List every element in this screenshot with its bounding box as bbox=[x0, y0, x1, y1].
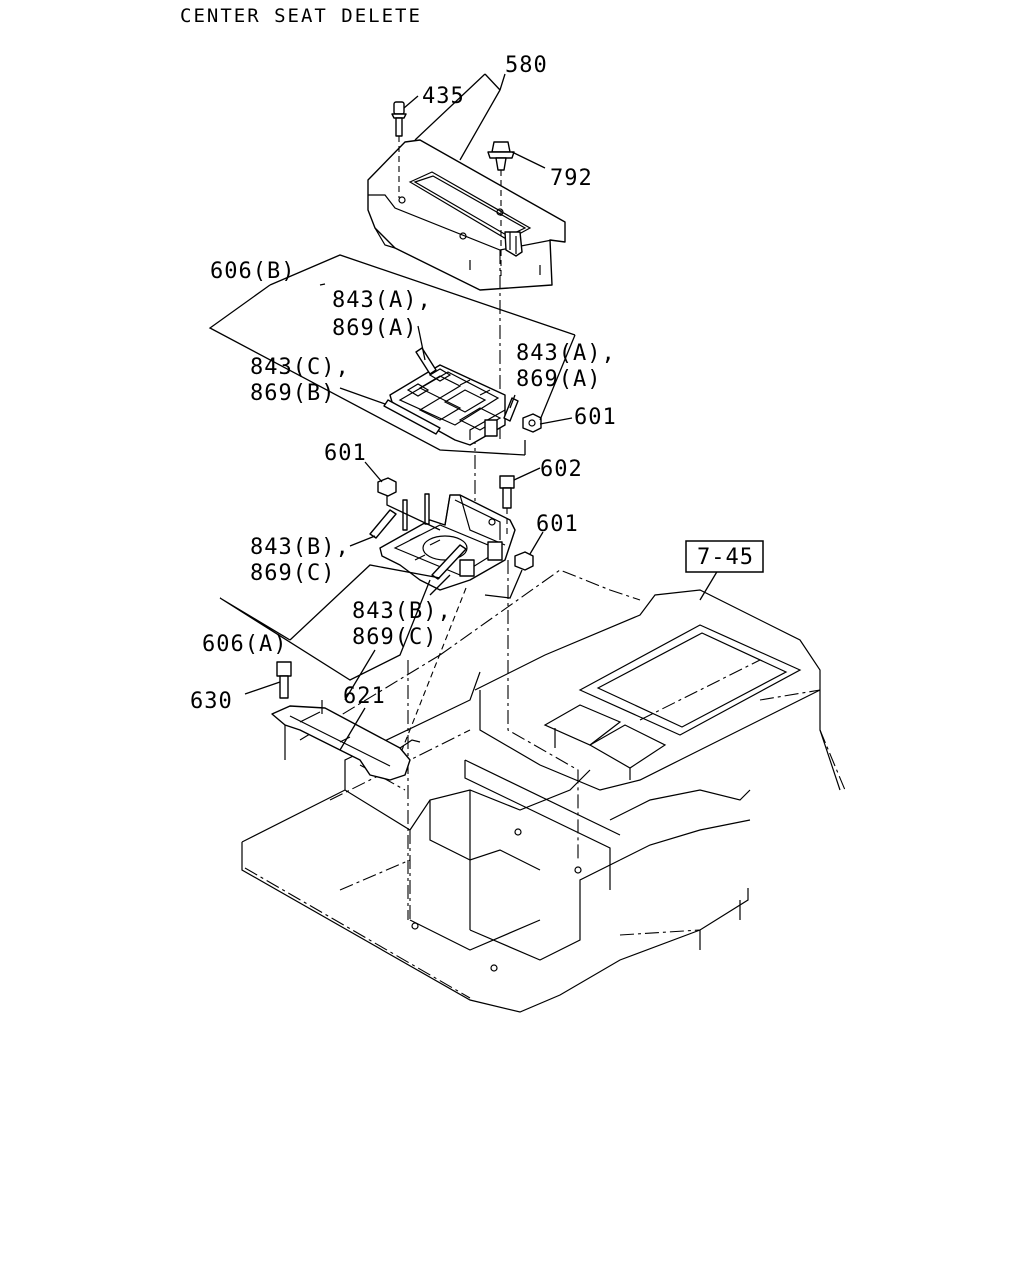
callout-601-left: 601 bbox=[324, 441, 367, 466]
strip-843b bbox=[369, 509, 397, 539]
callout-843b-2: 843(B), bbox=[352, 599, 452, 624]
reference-box-7-45[interactable]: 7-45 bbox=[685, 540, 764, 573]
callout-labels: 580 435 792 606(B) 843(A), 869(A) 843(A)… bbox=[190, 53, 617, 714]
callout-843a-1: 843(A), bbox=[332, 288, 432, 313]
callout-843a-2: 843(A), bbox=[516, 341, 616, 366]
bracket-606a bbox=[379, 493, 516, 591]
callout-580: 580 bbox=[505, 53, 548, 78]
clip-792 bbox=[487, 141, 515, 280]
callout-869c-2: 869(C) bbox=[352, 625, 437, 650]
nut-601 bbox=[522, 413, 542, 433]
bolt-435 bbox=[391, 101, 407, 198]
callout-843c: 843(C), bbox=[250, 355, 350, 380]
strip-843a bbox=[503, 397, 519, 422]
callout-869a-1: 869(A) bbox=[332, 316, 417, 341]
bracket-606b bbox=[389, 364, 506, 446]
alignment-line bbox=[507, 560, 579, 860]
callout-869b: 869(B) bbox=[250, 381, 335, 406]
callout-869a-2: 869(A) bbox=[516, 367, 601, 392]
callout-621: 621 bbox=[343, 684, 386, 709]
callout-843b-1: 843(B), bbox=[250, 535, 350, 560]
callout-869c-1: 869(C) bbox=[250, 561, 335, 586]
strip-843c bbox=[383, 399, 441, 435]
nut-601 bbox=[377, 477, 397, 497]
callout-601-right: 601 bbox=[536, 512, 579, 537]
callout-630: 630 bbox=[190, 689, 233, 714]
bolt-602 bbox=[499, 475, 515, 535]
callout-602: 602 bbox=[540, 457, 583, 482]
callout-435: 435 bbox=[422, 84, 465, 109]
diagram-title: CENTER SEAT DELETE bbox=[180, 5, 422, 27]
callout-601-upper: 601 bbox=[574, 405, 617, 430]
callout-606b: 606(B) bbox=[210, 259, 295, 284]
leader-lines bbox=[208, 73, 719, 751]
nut-601 bbox=[514, 551, 534, 571]
bolt-630 bbox=[276, 661, 292, 699]
reference-label: 7-45 bbox=[697, 545, 754, 570]
strip-843a bbox=[415, 347, 437, 375]
bracket-621 bbox=[271, 700, 421, 781]
callout-606a: 606(A) bbox=[202, 632, 287, 657]
vehicle-floor-console bbox=[241, 569, 846, 1013]
console-lid-580 bbox=[367, 139, 566, 291]
callout-792: 792 bbox=[550, 166, 593, 191]
